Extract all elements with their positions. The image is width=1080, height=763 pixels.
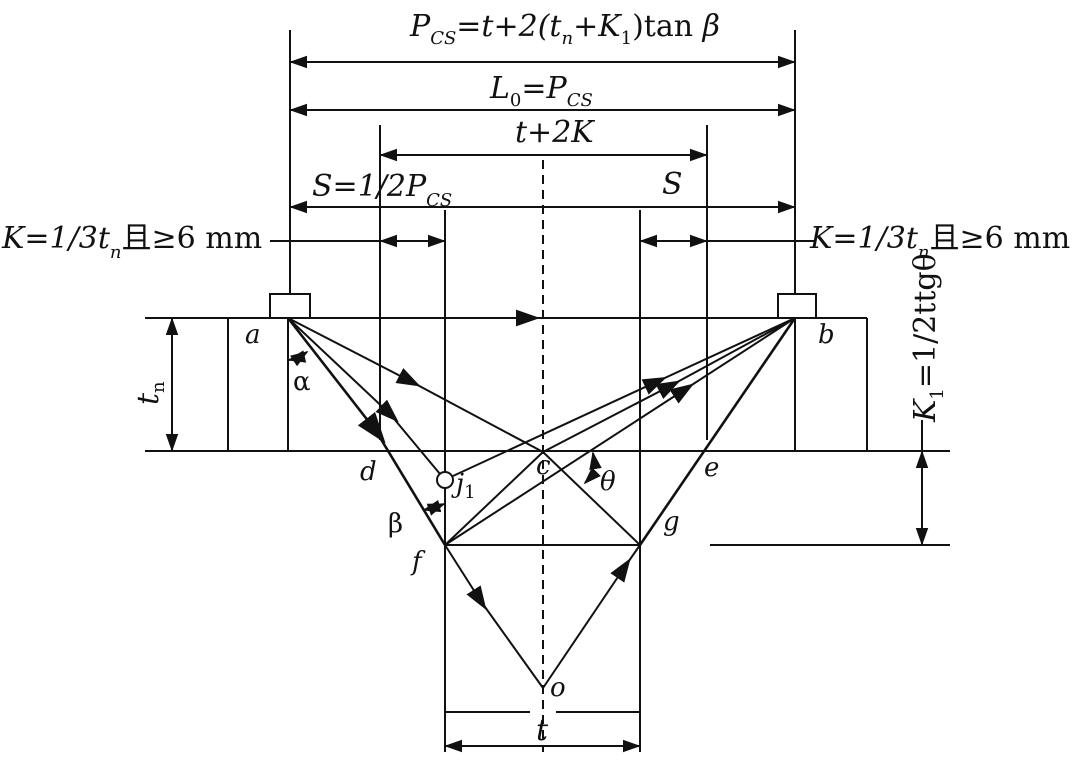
point-c: c xyxy=(536,451,551,481)
beta-label: β xyxy=(388,509,403,539)
s-half-formula: S=1/2PCS xyxy=(312,169,452,211)
k-left-formula: K=1/3tn且≥6 mm xyxy=(1,221,262,263)
t2k-formula: t+2K xyxy=(515,115,595,150)
tn-label: tn xyxy=(131,381,169,405)
point-o: o xyxy=(550,673,566,703)
point-j1: j1 xyxy=(451,469,476,503)
s-right-label: S xyxy=(662,167,683,202)
dimension-lines xyxy=(165,55,929,753)
defect-j1 xyxy=(436,471,454,489)
alpha-arc xyxy=(287,350,309,367)
probe-right xyxy=(777,293,817,319)
probe-left xyxy=(269,293,311,319)
point-b: b xyxy=(818,320,835,350)
sound-paths xyxy=(286,309,797,689)
k-right-formula: K=1/3tn且≥6 mm xyxy=(809,221,1070,263)
point-a: a xyxy=(245,320,261,350)
theta-arc xyxy=(583,451,602,485)
t-width-label: t xyxy=(536,713,549,748)
point-g: g xyxy=(663,507,680,537)
point-d: d xyxy=(360,457,377,487)
point-e: e xyxy=(704,453,719,483)
beta-arc xyxy=(422,499,446,516)
alpha-label: α xyxy=(293,367,311,397)
point-f: f xyxy=(410,547,426,577)
theta-label: θ xyxy=(600,467,616,497)
k1-formula: K1=1/2ttgθ xyxy=(908,253,948,423)
l0-formula: L0=PCS xyxy=(489,71,593,111)
pcs-formula: PCS=t+2(tn+K1)tan β xyxy=(409,9,720,49)
